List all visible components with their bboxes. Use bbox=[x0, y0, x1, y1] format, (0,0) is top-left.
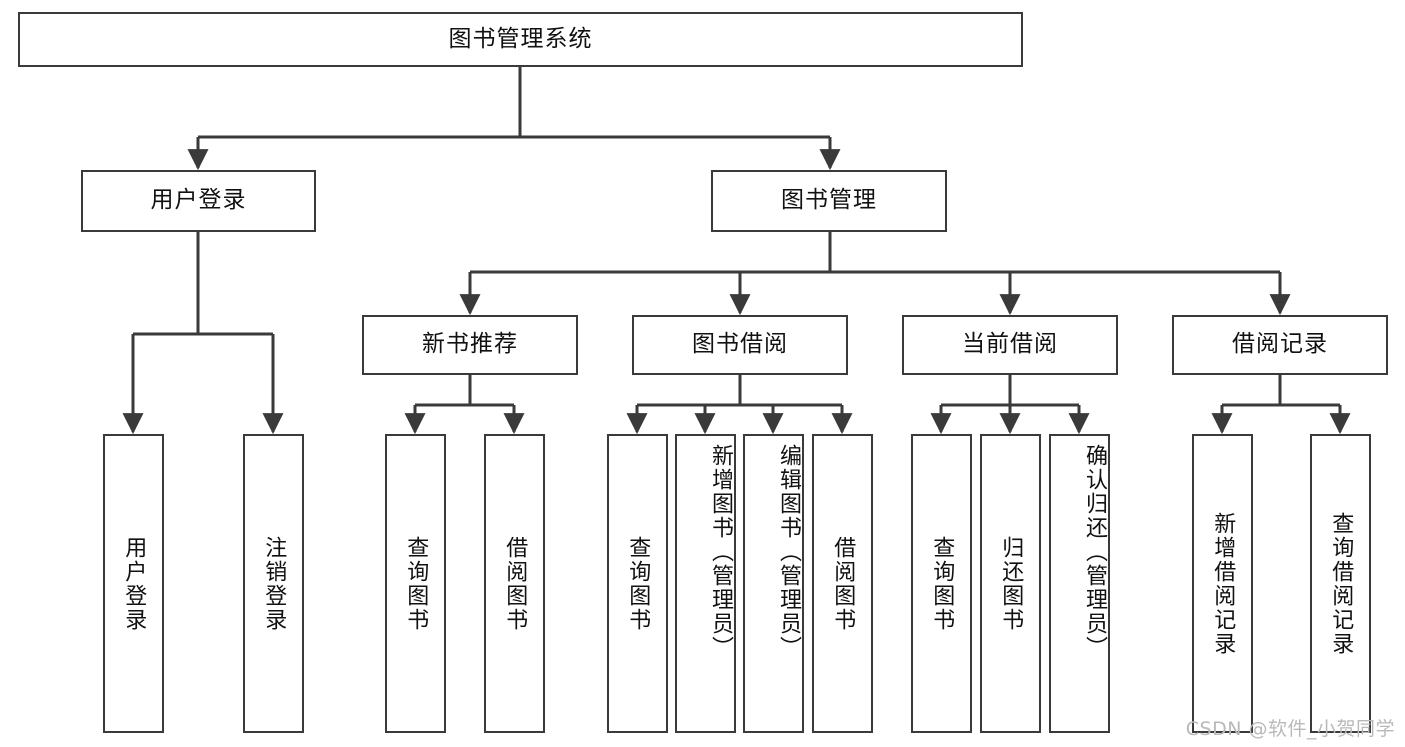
node-root[interactable]: 图书管理系统 bbox=[18, 12, 1023, 67]
node-leaf-query-book-3[interactable]: 查询图书 bbox=[911, 434, 972, 733]
node-leaf-query-book-2-label: 查询图书 bbox=[625, 535, 651, 632]
node-leaf-logout-login-label: 注销登录 bbox=[261, 535, 287, 632]
node-book-borrow-label: 图书借阅 bbox=[692, 331, 788, 358]
node-current-borrow[interactable]: 当前借阅 bbox=[902, 315, 1118, 375]
node-leaf-add-record[interactable]: 新增借阅记录 bbox=[1192, 434, 1253, 733]
node-leaf-borrow-book-1-label: 借阅图书 bbox=[502, 535, 528, 632]
node-leaf-borrow-book-2[interactable]: 借阅图书 bbox=[812, 434, 873, 733]
node-leaf-edit-book[interactable]: 编辑图书（管理员） bbox=[743, 434, 804, 733]
node-borrow-record-label: 借阅记录 bbox=[1232, 331, 1328, 358]
node-book-management-label: 图书管理 bbox=[781, 187, 877, 214]
node-leaf-query-record-label: 查询借阅记录 bbox=[1328, 511, 1354, 656]
node-borrow-record[interactable]: 借阅记录 bbox=[1172, 315, 1388, 375]
node-leaf-query-book-1[interactable]: 查询图书 bbox=[385, 434, 446, 733]
node-leaf-add-record-label: 新增借阅记录 bbox=[1210, 511, 1236, 656]
node-leaf-user-login-label: 用户登录 bbox=[121, 535, 147, 632]
node-leaf-logout-login[interactable]: 注销登录 bbox=[243, 434, 304, 733]
node-leaf-query-book-3-label: 查询图书 bbox=[929, 535, 955, 632]
node-new-book-recommend-label: 新书推荐 bbox=[422, 331, 518, 358]
node-leaf-return-book-label: 归还图书 bbox=[998, 535, 1024, 632]
node-user-login[interactable]: 用户登录 bbox=[81, 170, 316, 232]
csdn-watermark: CSDN @软件_小贺同学 bbox=[1185, 718, 1395, 740]
node-leaf-borrow-book-2-label: 借阅图书 bbox=[830, 535, 856, 632]
node-leaf-query-record[interactable]: 查询借阅记录 bbox=[1310, 434, 1371, 733]
node-new-book-recommend[interactable]: 新书推荐 bbox=[362, 315, 578, 375]
node-leaf-query-book-1-label: 查询图书 bbox=[403, 535, 429, 632]
node-leaf-confirm-return[interactable]: 确认归还（管理员） bbox=[1049, 434, 1110, 733]
node-leaf-confirm-return-label: 确认归还（管理员） bbox=[1082, 444, 1107, 660]
node-current-borrow-label: 当前借阅 bbox=[962, 331, 1058, 358]
node-leaf-query-book-2[interactable]: 查询图书 bbox=[607, 434, 668, 733]
node-book-management[interactable]: 图书管理 bbox=[711, 170, 947, 232]
node-leaf-edit-book-label: 编辑图书（管理员） bbox=[776, 444, 801, 660]
node-leaf-borrow-book-1[interactable]: 借阅图书 bbox=[484, 434, 545, 733]
node-leaf-return-book[interactable]: 归还图书 bbox=[980, 434, 1041, 733]
node-leaf-add-book[interactable]: 新增图书（管理员） bbox=[675, 434, 736, 733]
node-leaf-add-book-label: 新增图书（管理员） bbox=[708, 444, 733, 660]
node-root-label: 图书管理系统 bbox=[448, 25, 593, 52]
node-user-login-label: 用户登录 bbox=[150, 187, 247, 214]
node-leaf-user-login[interactable]: 用户登录 bbox=[103, 434, 164, 733]
node-book-borrow[interactable]: 图书借阅 bbox=[632, 315, 848, 375]
